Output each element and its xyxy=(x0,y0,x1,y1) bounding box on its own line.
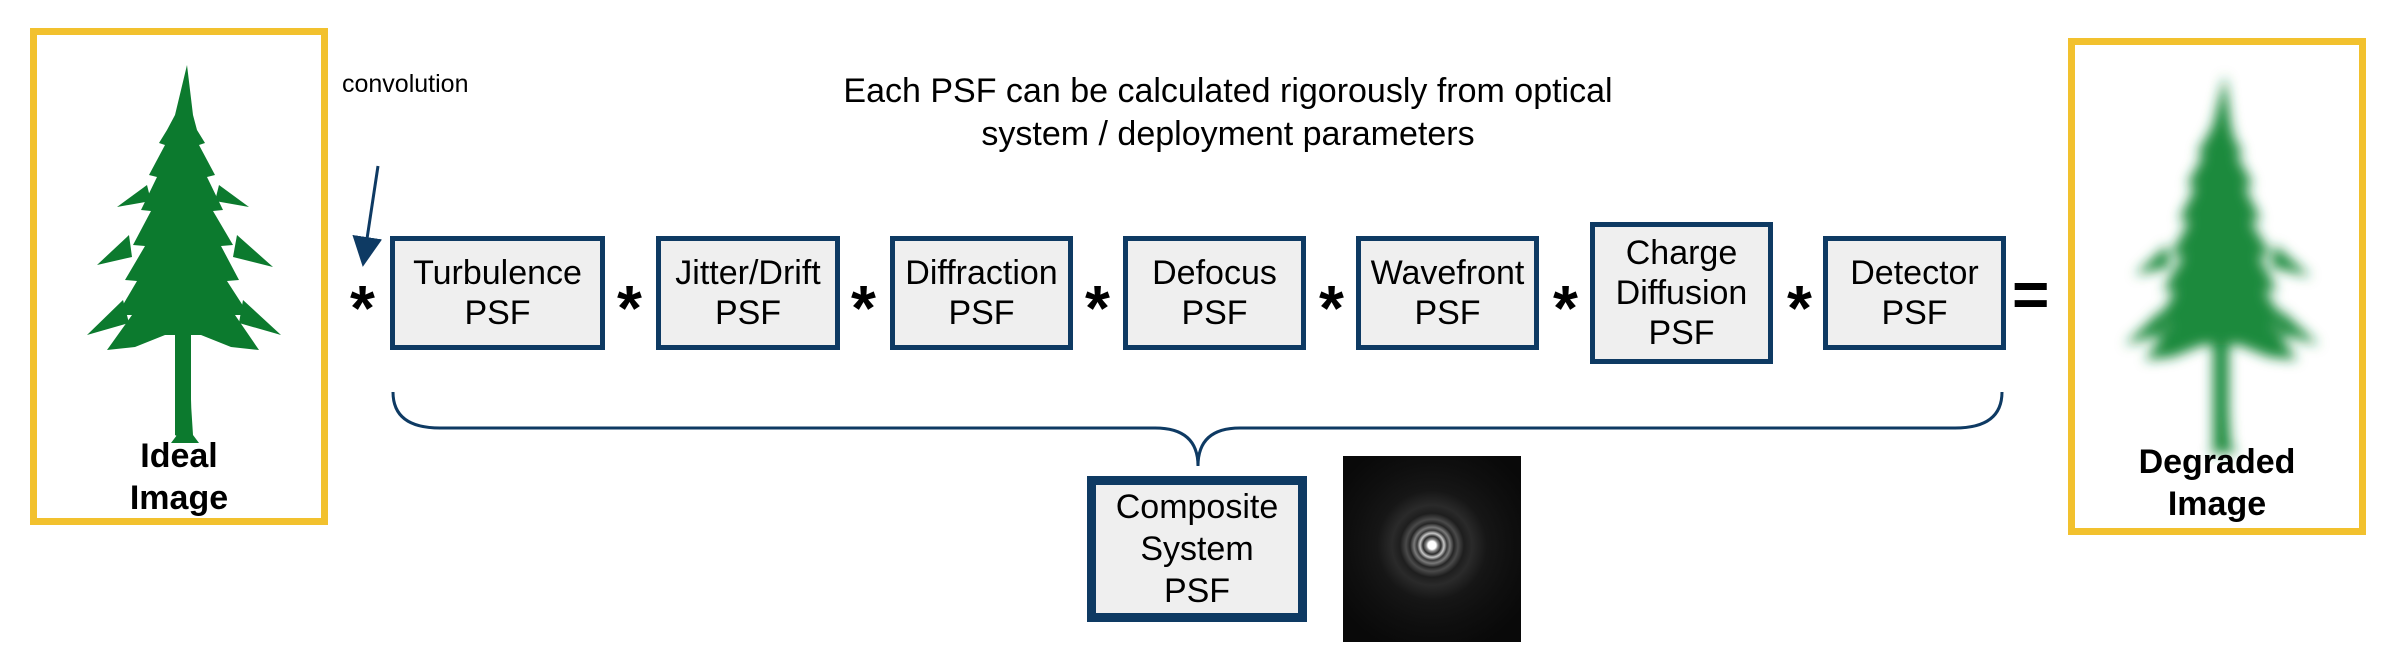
ideal-image-frame: Ideal Image xyxy=(30,28,328,525)
detector-psf-box: Detector PSF xyxy=(1823,236,2006,350)
degraded-label-line2: Image xyxy=(2167,485,2267,523)
convolution-label: convolution xyxy=(342,70,469,98)
composite-line: Composite xyxy=(1115,488,1279,526)
diffraction-psf-box: Diffraction PSF xyxy=(890,236,1073,350)
psf-box-line: PSF xyxy=(1181,294,1248,332)
turbulence-psf-box: Turbulence PSF xyxy=(390,236,605,350)
psf-box-line: PSF xyxy=(714,294,782,332)
ideal-label-line1: Ideal xyxy=(140,437,218,475)
composite-psf-box: Composite System PSF xyxy=(1087,476,1307,622)
header-line1: Each PSF can be calculated rigorously fr… xyxy=(843,72,1613,110)
psf-box-line: Detector xyxy=(1850,254,1979,292)
composite-brace xyxy=(391,391,2004,467)
psf-box-line: PSF xyxy=(948,294,1015,332)
composite-line: System xyxy=(1140,530,1254,568)
degraded-image-frame: Degraded Image xyxy=(2068,38,2366,535)
degraded-label-line1: Degraded xyxy=(2138,443,2296,481)
psf-box-line: Turbulence xyxy=(413,254,582,292)
jitter-drift-psf-box: Jitter/Drift PSF xyxy=(656,236,840,350)
convolve-operator: * xyxy=(350,272,375,344)
wavefront-psf-box: Wavefront PSF xyxy=(1356,236,1539,350)
charge-diffusion-psf-box: Charge Diffusion PSF xyxy=(1590,222,1773,364)
psf-description: Each PSF can be calculated rigorously fr… xyxy=(760,70,1696,156)
ideal-label-line2: Image xyxy=(129,479,229,517)
header-line2: system / deployment parameters xyxy=(981,115,1475,153)
psf-box-line: Defocus xyxy=(1152,254,1277,292)
composite-line: PSF xyxy=(1163,572,1231,610)
convolution-arrow xyxy=(352,165,383,267)
convolve-operator: * xyxy=(1085,272,1110,344)
composite-psf-image xyxy=(1343,456,1521,642)
equals-operator: = xyxy=(2012,258,2050,330)
sharp-tree-icon xyxy=(87,65,281,443)
convolve-operator: * xyxy=(617,272,642,344)
convolve-operator: * xyxy=(1553,272,1578,344)
psf-box-line: PSF xyxy=(1881,294,1948,332)
convolve-operator: * xyxy=(1787,272,1812,344)
convolve-operator: * xyxy=(1319,272,1344,344)
psf-box-line: Wavefront xyxy=(1370,254,1525,292)
psf-box-line: Diffraction xyxy=(905,254,1058,292)
psf-box-line: PSF xyxy=(1414,294,1481,332)
psf-box-line: PSF xyxy=(1648,314,1715,352)
defocus-psf-box: Defocus PSF xyxy=(1123,236,1306,350)
blurred-tree-icon xyxy=(2125,75,2319,453)
psf-box-line: Jitter/Drift xyxy=(675,254,821,292)
psf-box-line: PSF xyxy=(464,294,531,332)
psf-box-line: Diffusion xyxy=(1615,274,1748,312)
convolve-operator: * xyxy=(851,272,876,344)
psf-box-line: Charge xyxy=(1625,234,1738,272)
